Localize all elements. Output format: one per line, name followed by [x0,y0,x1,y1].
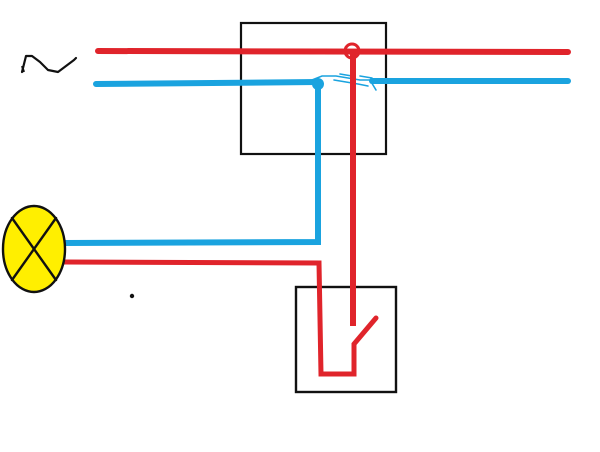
switched-live-to-lamp [61,259,379,377]
lamp-cross-line [10,216,58,282]
stray-dot [129,293,135,299]
ac-wave-path [20,54,78,74]
lamp-icon [1,204,67,294]
neutral-mains-wire-left [93,79,321,87]
neutral-branch-to-lamp [63,84,321,246]
ac-source-icon [20,54,78,74]
live-wire-group [61,42,571,377]
junction-box [239,21,388,156]
neutral-junction-node [312,78,324,90]
switch-box [294,285,398,394]
ac-wave-tick [21,65,25,73]
neutral-wire-group [63,73,571,246]
live-mains-wire [95,48,571,55]
